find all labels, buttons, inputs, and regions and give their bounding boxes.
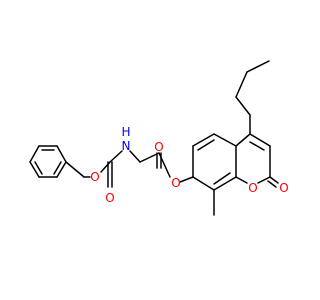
bond (29, 161, 40, 178)
bond (213, 172, 231, 185)
bond (269, 176, 279, 184)
bond (249, 141, 265, 151)
atom-label-n: N (122, 139, 131, 153)
chemical-structure-diagram: O O N H O O O O (29, 60, 289, 216)
bond (235, 133, 251, 147)
atom-label-o: O (105, 191, 114, 205)
atom-label-h: H (121, 125, 130, 139)
bond (249, 133, 271, 147)
bond (257, 176, 271, 184)
atom-label-o: O (90, 170, 99, 184)
bond (213, 133, 237, 147)
bond (56, 145, 67, 163)
bond (139, 152, 160, 163)
atom-label-o: O (171, 176, 180, 190)
bond (246, 60, 270, 73)
bond (158, 152, 171, 178)
bond (129, 150, 141, 163)
bonds (29, 60, 279, 216)
atom-label-o: O (154, 140, 163, 154)
bond (34, 161, 43, 175)
atom-label-o: O (248, 181, 257, 195)
bond (179, 176, 194, 183)
atom-labels: O O N H O O O O (90, 125, 288, 205)
bond (197, 139, 215, 151)
bond (53, 161, 62, 175)
bond (192, 133, 215, 147)
bond (65, 161, 85, 178)
bond (235, 176, 248, 184)
bond (213, 176, 237, 191)
bond (56, 161, 67, 178)
atom-label-o: O (279, 181, 288, 195)
bond (235, 96, 251, 116)
bond (267, 180, 277, 188)
bond (109, 150, 123, 163)
bond (235, 71, 248, 98)
bond (29, 145, 40, 163)
bond (192, 176, 215, 191)
